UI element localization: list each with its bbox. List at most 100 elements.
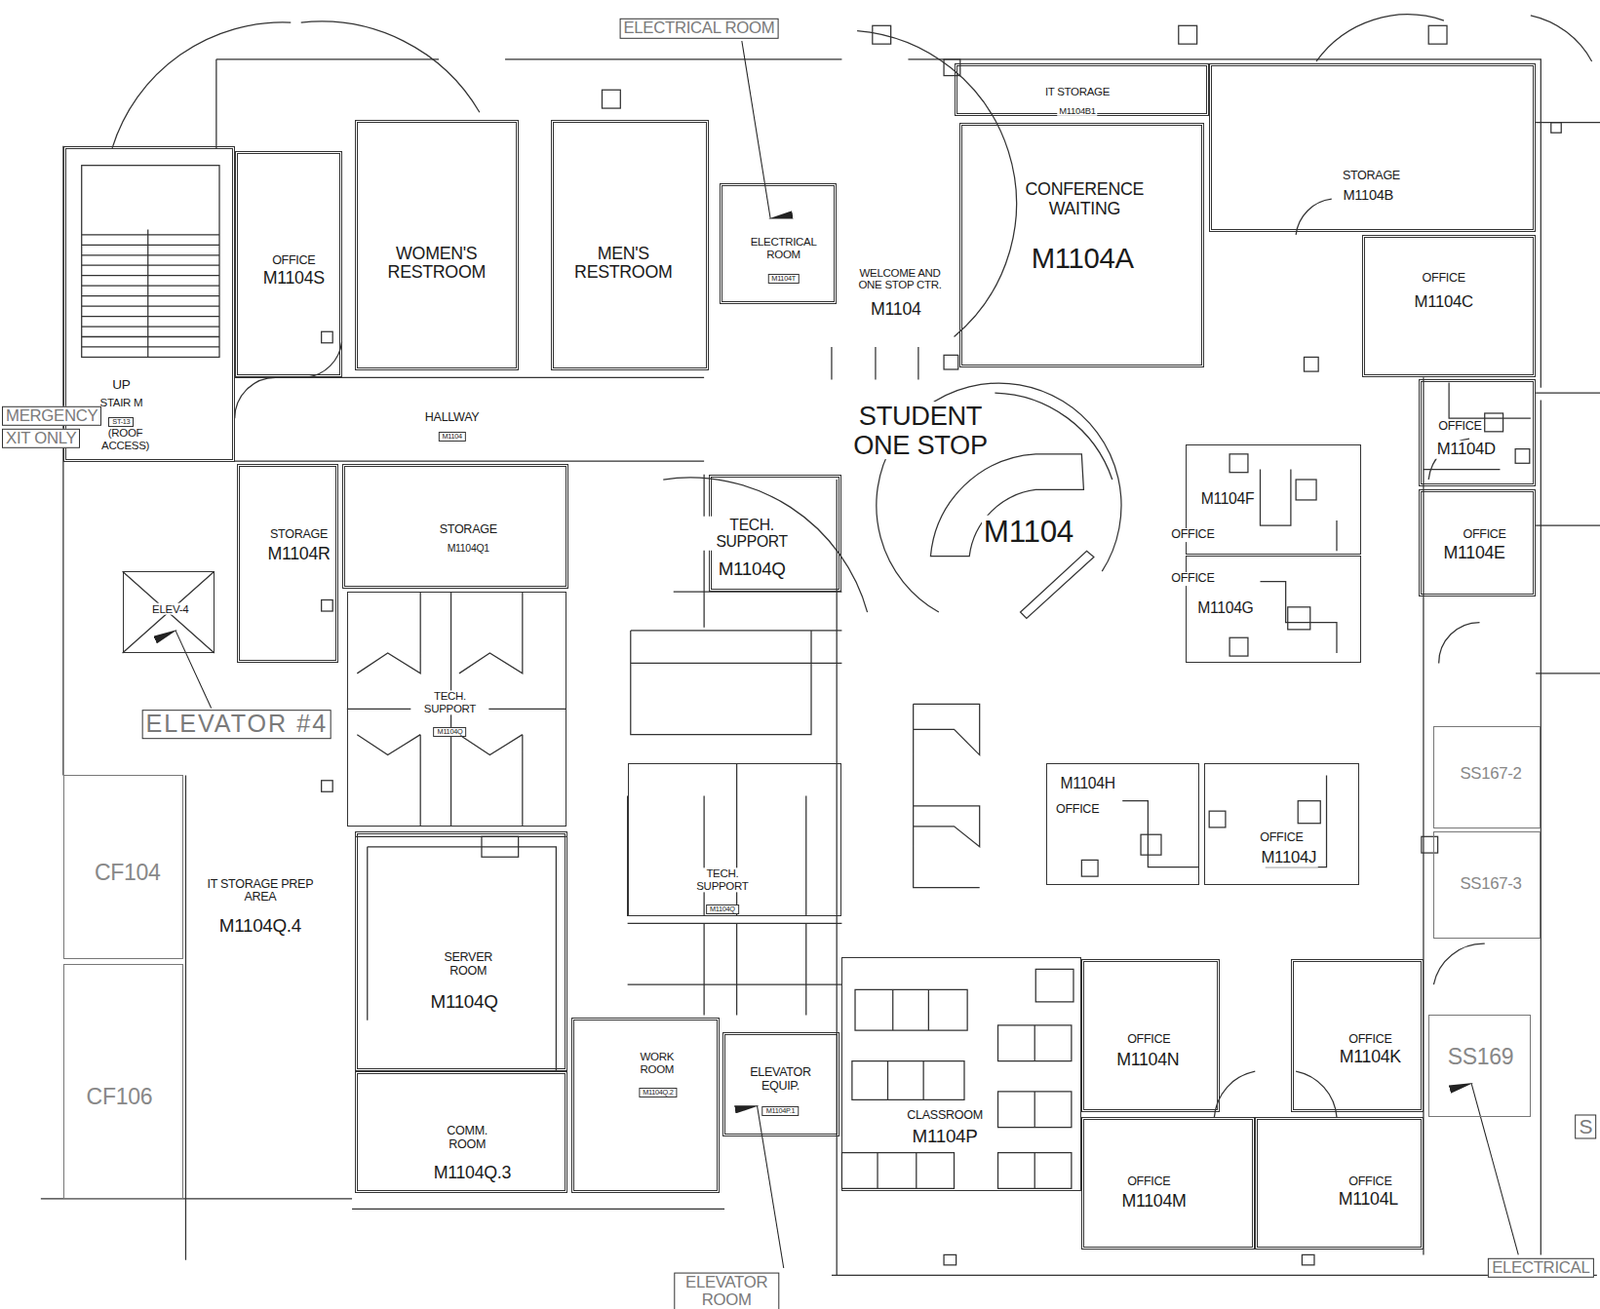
- room-label: OFFICE: [1125, 1175, 1172, 1190]
- room-label: M1104E: [1442, 544, 1508, 564]
- room: OFFICEM1104S: [234, 151, 343, 378]
- room-label: COMM. ROOM: [433, 1125, 502, 1153]
- room-label: M1104N: [1114, 1051, 1181, 1071]
- room-label: OFFICE: [1125, 1033, 1172, 1048]
- room-label: SS169: [1445, 1046, 1517, 1071]
- room-label: M1104K: [1337, 1048, 1404, 1068]
- room: STORAGE M1104Q1: [342, 464, 569, 589]
- room-label: ELEVATOR EQUIP.: [737, 1066, 825, 1094]
- room-label: WORK ROOM: [623, 1052, 691, 1077]
- room-label: STORAGE: [437, 523, 500, 538]
- plan-label: ELEVATOR ROOM: [673, 1273, 779, 1309]
- plan-label: S: [1575, 1115, 1598, 1140]
- room-label: M1104Q.4: [217, 916, 304, 937]
- room: MEN'S RESTROOM: [550, 119, 709, 370]
- room: IT STORAGE M1104B1: [954, 63, 1210, 117]
- room-label: M1104Q1: [445, 543, 492, 555]
- room-label: M1104Q.2: [638, 1088, 677, 1098]
- room-label: M1104P.1: [762, 1106, 799, 1117]
- room: OFFICEM1104L: [1254, 1117, 1424, 1250]
- room-label: STORAGE: [268, 528, 330, 543]
- room-label: M1104P: [910, 1126, 980, 1147]
- plan-label: XIT ONLY: [1, 429, 80, 449]
- room-label: MEN'S RESTROOM: [564, 244, 683, 283]
- room: ELECTRICAL ROOMM1104T: [719, 183, 837, 304]
- room: OFFICEM1104K: [1290, 959, 1424, 1113]
- room: WORK ROOM M1104Q.2: [571, 1017, 720, 1194]
- room-label: OFFICE: [1346, 1033, 1394, 1048]
- plan-label: ELECTRICAL ROOM: [619, 18, 779, 39]
- room: STORAGE M1104R: [236, 464, 340, 664]
- room: COMM. ROOMM1104Q.3: [354, 1071, 568, 1195]
- room-label: OFFICE: [1053, 803, 1101, 818]
- room-label: M1104Q: [429, 991, 501, 1013]
- room-label: TECH. SUPPORT: [702, 516, 801, 551]
- room-label: IT STORAGE PREP AREA: [204, 878, 316, 906]
- room-label: OFFICE: [1169, 528, 1216, 543]
- plan-label: MERGENCY: [1, 406, 102, 427]
- room: OFFICEM1104E: [1418, 489, 1536, 597]
- room-label: CLASSROOM: [904, 1109, 984, 1124]
- room-label: SS167-3: [1457, 875, 1523, 894]
- room-label: M1104M: [1119, 1192, 1188, 1212]
- room-label: M1104S: [261, 269, 327, 289]
- room: TECH. SUPPORT M1104Q: [627, 763, 843, 917]
- room: HALLWAYM1104: [234, 379, 704, 462]
- room: ELEV-4: [122, 571, 215, 654]
- room-label: OFFICE: [1169, 572, 1216, 586]
- room-label: WELCOME AND ONE STOP CTR.: [848, 267, 953, 292]
- room: CF104: [63, 775, 184, 959]
- room-label: CONFERENCE WAITING: [1018, 180, 1151, 219]
- room: STUDENT ONE STOPM1104: [838, 379, 1418, 949]
- room-label: (ROOF ACCESS): [86, 427, 164, 452]
- room: TECH. SUPPORTM1104Q: [347, 591, 567, 827]
- room-label: CF106: [84, 1085, 156, 1110]
- room-label: CF104: [92, 860, 163, 886]
- room-label: M1104R: [265, 545, 332, 565]
- room: SS167-2: [1433, 726, 1541, 829]
- room-label: M1104A: [1029, 242, 1136, 274]
- room: OFFICEM1104C: [1362, 234, 1536, 379]
- room-label: OFFICE: [1346, 1175, 1394, 1190]
- plan-label: ELEVATOR #4: [141, 709, 332, 740]
- room-label: M1104D: [1435, 440, 1498, 459]
- room-label: M1104B: [1340, 187, 1396, 203]
- room: CONFERENCE WAITING M1104A: [959, 122, 1205, 368]
- room-label: OFFICE: [1460, 528, 1508, 543]
- room-label: SS167-2: [1457, 765, 1523, 783]
- room-label: M1104C: [1412, 292, 1476, 311]
- room: OFFICE M1104M: [1081, 1117, 1255, 1250]
- room: OFFICE M1104D: [1418, 379, 1536, 487]
- room-label: M1104L: [1336, 1190, 1401, 1210]
- room-label: ST-13: [108, 417, 134, 428]
- room: STORAGEM1104B: [1209, 63, 1536, 233]
- room-label: ELEV-4: [150, 602, 191, 616]
- room-label: M1104G: [1195, 599, 1255, 617]
- room-label: M1104: [868, 300, 924, 320]
- room-label: M1104Q: [716, 558, 788, 580]
- room-label: ELECTRICAL ROOM: [741, 236, 827, 262]
- room: CF106: [63, 964, 184, 1200]
- room-label: M1104H: [1057, 775, 1117, 792]
- room-label: M1104F: [1199, 490, 1257, 508]
- room-label: WOMEN'S RESTROOM: [377, 244, 496, 283]
- room: WOMEN'S RESTROOM: [354, 119, 518, 370]
- room-label: STUDENT ONE STOP: [839, 401, 1002, 461]
- room-label: OFFICE: [270, 254, 317, 269]
- room-label: TECH. SUPPORT: [683, 867, 761, 893]
- room-label: IT STORAGE: [1043, 85, 1112, 99]
- room-label: TECH. SUPPORT: [411, 690, 489, 715]
- room-label: M1104Q: [705, 904, 740, 915]
- room: CLASSROOM M1104P: [841, 957, 1082, 1193]
- room: IT STORAGE PREP AREA M1104Q.4: [185, 667, 339, 1199]
- room: SS169: [1428, 1014, 1531, 1118]
- plan-label: ELECTRICAL: [1487, 1258, 1594, 1279]
- room-label: OFFICE: [1436, 420, 1483, 434]
- room-label: STAIR M: [98, 396, 146, 410]
- room-label: M1104B1: [1056, 105, 1097, 116]
- room: TECH. SUPPORTM1104Q: [708, 474, 842, 592]
- room: OFFICEM1104G: [1185, 555, 1362, 664]
- room: OFFICEM1104J: [1204, 763, 1360, 887]
- room: WELCOME AND ONE STOP CTR. M1104: [838, 63, 956, 368]
- room-label: HALLWAY: [423, 411, 482, 426]
